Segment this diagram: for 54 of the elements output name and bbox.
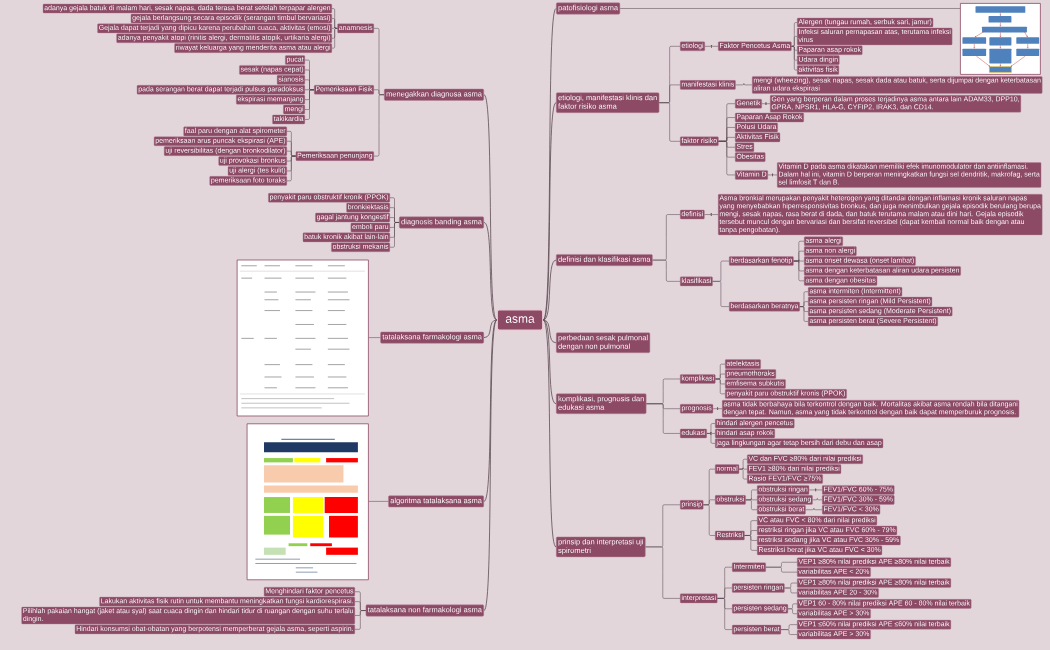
connector-line xyxy=(368,337,381,338)
connector-line xyxy=(331,18,338,29)
connector-line xyxy=(704,213,719,217)
connector-line xyxy=(483,319,498,502)
connector-line xyxy=(483,222,498,321)
connector-line xyxy=(354,610,366,630)
connector-line xyxy=(791,46,798,71)
connector-line xyxy=(717,598,733,630)
connector-line xyxy=(646,403,681,434)
connector-line xyxy=(712,407,723,411)
connector-line xyxy=(715,378,726,395)
connector-line xyxy=(542,319,557,405)
connector-line xyxy=(793,260,805,282)
connector-line xyxy=(735,83,753,86)
connector-line xyxy=(784,587,798,594)
connector-line xyxy=(744,535,758,551)
connector-line xyxy=(483,319,498,338)
central-topic-box: asma xyxy=(496,309,544,331)
table-drawing xyxy=(236,259,369,417)
connector-line xyxy=(331,26,338,29)
connector-line xyxy=(542,102,557,321)
connector-line xyxy=(703,504,716,536)
connector-line xyxy=(389,222,400,248)
connector-line xyxy=(645,546,681,599)
connector-line xyxy=(712,281,730,307)
connector-line xyxy=(745,499,758,511)
connector-line xyxy=(718,141,736,176)
connector-line xyxy=(780,629,798,635)
connector-line xyxy=(304,89,315,120)
connector-line xyxy=(542,259,557,321)
connector-line xyxy=(812,498,823,501)
connector-line xyxy=(704,44,719,48)
connector-line xyxy=(542,319,557,344)
connector-line xyxy=(483,94,498,321)
connector-line xyxy=(706,433,716,444)
flowchart-drawing xyxy=(960,3,1041,75)
connector-line xyxy=(799,306,809,322)
connector-line xyxy=(368,501,389,502)
connector-line xyxy=(787,608,798,614)
connector-line xyxy=(808,488,823,492)
connector-line xyxy=(483,319,498,611)
connector-line xyxy=(805,508,823,511)
algorithm-drawing xyxy=(246,423,369,581)
connector-line xyxy=(331,28,338,49)
connector-line xyxy=(542,319,557,548)
connector-line xyxy=(652,259,681,282)
connector-line xyxy=(738,468,748,480)
connector-line xyxy=(373,94,385,157)
connector-line xyxy=(767,173,778,177)
connector-line xyxy=(286,155,296,182)
connector-line xyxy=(619,8,961,9)
connector-line xyxy=(791,36,798,47)
connector-line xyxy=(761,102,771,106)
connector-line xyxy=(765,566,798,573)
